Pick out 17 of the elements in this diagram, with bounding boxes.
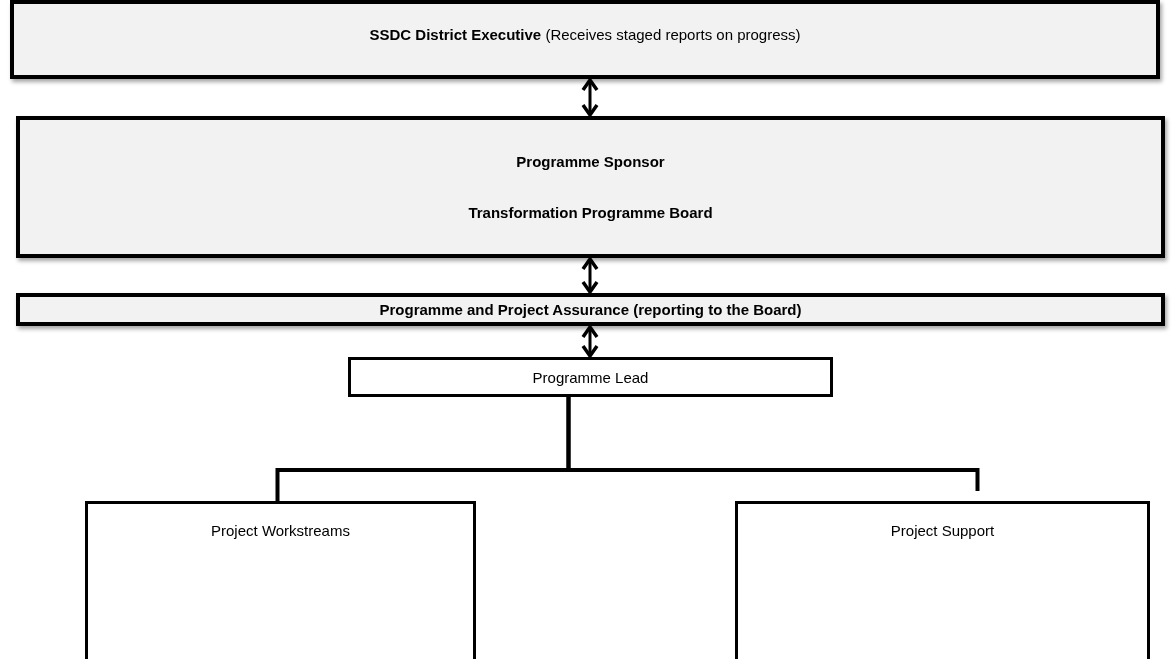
banner-box bbox=[10, 0, 1160, 79]
role-box bbox=[348, 357, 833, 397]
double-arrow bbox=[581, 78, 599, 117]
box-text: Programme and Project Assurance (reporting to the Board) bbox=[379, 301, 802, 318]
box-text: Transformation Programme Board bbox=[468, 203, 713, 221]
banner-box bbox=[16, 116, 1165, 258]
role-box bbox=[85, 501, 476, 659]
double-arrow bbox=[581, 325, 599, 358]
box-text: Programme Sponsor bbox=[516, 153, 665, 171]
role-box bbox=[735, 501, 1150, 659]
connector-line bbox=[566, 397, 980, 491]
box-text: Project Workstreams bbox=[211, 522, 350, 539]
box-text: SSDC District Executive (Receives staged reports on progress) bbox=[369, 26, 801, 43]
box-text: Project Support bbox=[890, 522, 995, 539]
double-arrow bbox=[581, 257, 599, 294]
box-text: Programme Lead bbox=[532, 368, 649, 386]
banner-box bbox=[16, 293, 1165, 326]
